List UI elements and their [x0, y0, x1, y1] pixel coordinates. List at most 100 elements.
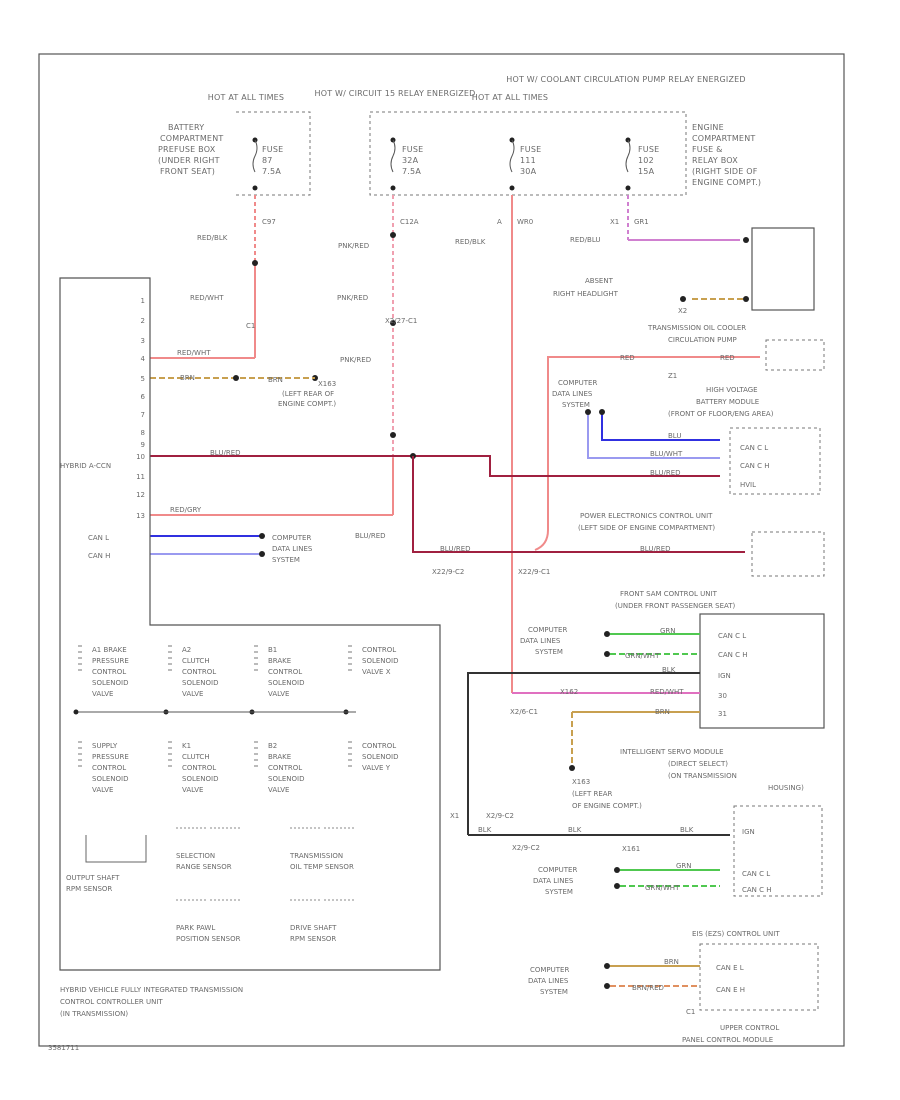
valve-label: VALVE [182, 690, 203, 698]
tcu-pin-number: 8 [141, 429, 145, 437]
sensor-label: RPM SENSOR [66, 885, 112, 893]
x163b-label-2: (LEFT REAR [572, 790, 613, 798]
hv-pin-can-c-l: CAN C L [740, 444, 768, 452]
engine-fuse-loc-5: (RIGHT SIDE OF [692, 167, 758, 176]
high-voltage-battery-module: HIGH VOLTAGE BATTERY MODULE (FRONT OF FL… [552, 379, 821, 495]
wire-label-red-wht-1: RED/WHT [190, 294, 224, 302]
eis-control-unit: EIS (EZS) CONTROL UNIT CAN E L CAN E H C… [528, 930, 819, 1044]
conn-x1: X1 [610, 218, 619, 226]
sensor-label: POSITION SENSOR [176, 935, 241, 943]
solenoid-coil-icon [348, 741, 352, 767]
conn-x2-9-c2-a: X2/9-C2 [486, 812, 514, 820]
conn-x2-6-c1: X2/6-C1 [510, 708, 538, 716]
right-headlight: ABSENT RIGHT HEADLIGHT X2 [553, 227, 815, 315]
cdl-sam-1: COMPUTER [528, 626, 567, 634]
tcu-pin-number: 6 [141, 393, 146, 401]
fuse-section: HOT AT ALL TIMES HOT W/ CIRCUIT 15 RELAY… [158, 75, 761, 226]
upper-panel-label-1: UPPER CONTROL [720, 1024, 779, 1032]
valve-junction [73, 709, 79, 715]
battery-location-4: (UNDER RIGHT [158, 156, 220, 165]
sam-pin-can-c-l: CAN C L [718, 632, 746, 640]
wire-label-red-wht-2: RED/WHT [177, 349, 211, 357]
servo-pin-can-c-h: CAN C H [742, 886, 772, 894]
tcu-pin-number: 3 [141, 337, 145, 345]
battery-location-3: PREFUSE BOX [158, 145, 216, 154]
wire-cooler-red [547, 356, 760, 510]
sam-pin-30: 30 [718, 692, 727, 700]
wire-label-pnk-red-3: PNK/RED [340, 356, 371, 364]
eis-pin-can-e-h: CAN E H [716, 986, 745, 994]
engine-fuse-loc-2: COMPARTMENT [692, 134, 755, 143]
wire-label-brn-1: BRN [180, 374, 195, 382]
wire-label-red-wht-3: RED/WHT [650, 688, 684, 696]
solenoid-coil-icon [168, 741, 172, 767]
power-label-left: HOT AT ALL TIMES [208, 93, 284, 102]
sam-label-1: FRONT SAM CONTROL UNIT [620, 590, 718, 598]
conn-x161: X161 [622, 845, 640, 853]
x163b-label-1: X163 [572, 778, 590, 786]
hv-label-3: (FRONT OF FLOOR/ENG AREA) [668, 410, 774, 418]
engine-fuse-loc-3: FUSE & [692, 145, 723, 154]
sam-pin-ign: IGN [718, 672, 731, 680]
solenoid-coil-icon [348, 645, 352, 671]
valve-label: SOLENOID [362, 657, 398, 665]
hv-label-2: BATTERY MODULE [696, 398, 759, 406]
tcu-pin-number: 10 [136, 453, 145, 461]
solenoid-coil-icon [254, 645, 258, 671]
front-sam-control-unit: FRONT SAM CONTROL UNIT (UNDER FRONT PASS… [467, 590, 825, 835]
conn-x2-headlight: X2 [678, 307, 687, 315]
wire-label-red-blk-1: RED/BLK [197, 234, 228, 242]
prefuse-box-outline [236, 111, 311, 196]
cdl-hv-3: SYSTEM [562, 401, 590, 409]
cooler-label-1: TRANSMISSION OIL COOLER [647, 324, 746, 332]
conn-wr0: WR0 [517, 218, 533, 226]
transmission-oil-cooler-pump: TRANSMISSION OIL COOLER CIRCULATION PUMP… [547, 324, 825, 510]
wire-label-blu-red-4: BLU/RED [440, 545, 471, 553]
valve-label: VALVE [268, 690, 289, 698]
valve-label: VALVE [92, 786, 113, 794]
valve-label: B1 [268, 646, 277, 654]
engine-fuse-box-outline [369, 111, 687, 196]
valve-label: SOLENOID [182, 775, 218, 783]
conn-x2-9-c2-b: X2/9-C2 [512, 844, 540, 852]
fuse-111-name: FUSE [520, 145, 541, 154]
battery-location-2: COMPARTMENT [160, 134, 223, 143]
tcu-label-line: HYBRID VEHICLE FULLY INTEGRATED TRANSMIS… [60, 986, 243, 994]
x163-loc-2: ENGINE COMPT.) [278, 400, 336, 408]
fuse-87-name: FUSE [262, 145, 283, 154]
wire-label-blk-3: BLK [568, 826, 582, 834]
fuse-32a-amp: 7.5A [402, 167, 421, 176]
tcu-label-line: CONTROL CONTROLLER UNIT [60, 998, 163, 1006]
wire-label-blk: BLK [662, 666, 676, 674]
sam-pin-can-c-h: CAN C H [718, 651, 748, 659]
valve-label: VALVE [182, 786, 203, 794]
tcu-label-line: (IN TRANSMISSION) [60, 1010, 128, 1018]
solenoid-valves: A1 BRAKEPRESSURECONTROLSOLENOIDVALVEA2CL… [73, 645, 398, 794]
servo-label-3: (ON TRANSMISSION [668, 772, 737, 780]
valve-label: B2 [268, 742, 277, 750]
headlight-label-1: ABSENT [585, 277, 614, 285]
valve-label: CONTROL [182, 764, 216, 772]
sam-pin-31: 31 [718, 710, 727, 718]
wire-sam-ign-black [467, 672, 700, 835]
wire-label-red-blk-2: RED/BLK [455, 238, 486, 246]
pecu-label-2: (LEFT SIDE OF ENGINE COMPARTMENT) [578, 524, 715, 532]
tcu-pin-number: 11 [136, 473, 145, 481]
wire-label-red-1: RED [620, 354, 635, 362]
cdl-hv-2: DATA LINES [552, 390, 593, 398]
wire-label-brn-3: BRN [655, 708, 670, 716]
eis-pin-can-e-l: CAN E L [716, 964, 744, 972]
cdl-tcu-3: SYSTEM [272, 556, 300, 564]
valve-label: CLUTCH [182, 657, 210, 665]
cdl-tcu-1: COMPUTER [272, 534, 311, 542]
valve-label: SOLENOID [268, 679, 304, 687]
fuse-102-num: 102 [638, 156, 654, 165]
hv-pin-can-c-h: CAN C H [740, 462, 770, 470]
sensor-label: SELECTION [176, 852, 215, 860]
power-label-mid2: HOT AT ALL TIMES [472, 93, 548, 102]
sensor-label: OUTPUT SHAFT [66, 874, 120, 882]
wire-label-blu-red-1: BLU/RED [210, 449, 241, 457]
wire-hv-can-low [601, 410, 720, 441]
valve-label: CONTROL [182, 668, 216, 676]
conn-x162: X162 [560, 688, 578, 696]
